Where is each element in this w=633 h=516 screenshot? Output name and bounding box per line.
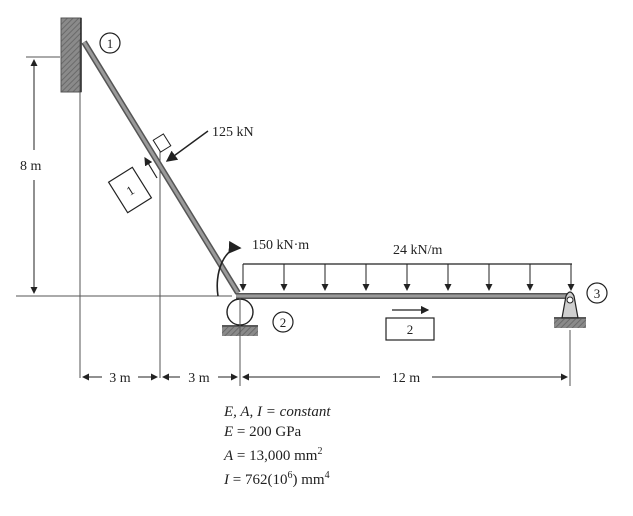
moment-label: 150 kN·m — [252, 238, 309, 253]
member-2-label: 2 — [407, 322, 414, 337]
node-1-label: 1 — [107, 36, 114, 51]
node-3-circle — [586, 282, 608, 304]
node-1-circle — [99, 32, 121, 54]
member-2-tag — [385, 317, 435, 341]
member-1-direction-arrow — [144, 156, 158, 179]
dimension-height — [26, 56, 60, 294]
property-a-exponent: 2 — [317, 446, 323, 457]
property-line-1: E, A, I = constant — [224, 402, 331, 422]
property-i-exponent-2: 4 — [324, 470, 330, 481]
member-1-inner — [82, 41, 240, 294]
dimension-horizontal — [82, 298, 571, 386]
node-3-label: 3 — [594, 286, 601, 301]
property-e-value: = 200 GPa — [233, 424, 302, 440]
property-line-4: I = 762(106) mm4 — [224, 466, 331, 490]
section-properties: E, A, I = constant E = 200 GPa A = 13,00… — [224, 402, 331, 490]
node-2-circle — [272, 311, 294, 333]
dimension-span-a-label: 3 m — [109, 371, 131, 386]
point-load-label: 125 kN — [212, 125, 254, 140]
property-i-value: = 762(10 — [229, 472, 288, 488]
property-i-symbol: I — [224, 472, 229, 488]
node-2-label: 2 — [280, 315, 287, 330]
member-1-tag: 1 — [107, 166, 153, 214]
property-line-3: A = 13,000 mm2 — [224, 442, 331, 466]
dimension-span-c-label: 12 m — [392, 371, 421, 386]
property-e-symbol: E — [224, 424, 234, 440]
property-common: E, A, I = constant — [224, 404, 331, 420]
distributed-load-label: 24 kN/m — [393, 243, 443, 258]
property-line-2: E = 200 GPa — [224, 422, 331, 442]
point-load-125kn — [152, 130, 209, 162]
dimension-height-label: 8 m — [20, 159, 42, 174]
distributed-load — [239, 263, 575, 291]
property-a-value: = 13,000 mm — [233, 448, 318, 464]
dimension-span-b-label: 3 m — [188, 371, 210, 386]
fixed-wall-support — [60, 17, 82, 93]
property-i-unit: ) mm — [292, 472, 325, 488]
property-i-exponent-1: 6 — [287, 470, 293, 481]
moment-arrow — [216, 240, 242, 297]
pin-support-node-3 — [554, 291, 586, 328]
property-a-symbol: A — [224, 448, 234, 464]
